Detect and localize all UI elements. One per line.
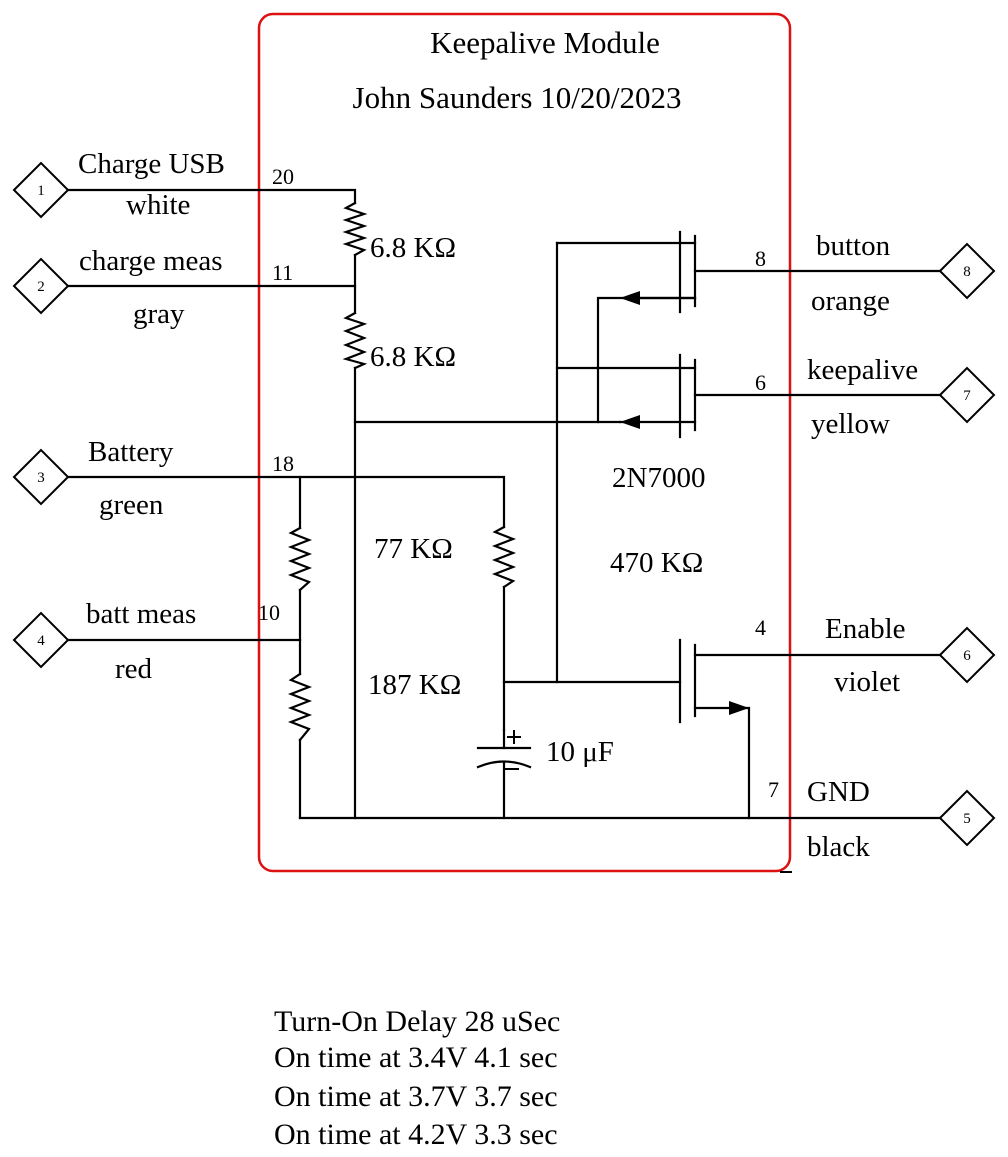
value-r2: 6.8 KΩ xyxy=(370,341,456,373)
connector-8-id: 8 xyxy=(963,264,971,280)
resistor-r3 xyxy=(491,525,517,589)
pin-4: 4 xyxy=(755,615,766,640)
label-keepalive: keepalive xyxy=(807,354,918,386)
connector-6-diamond xyxy=(938,626,996,684)
connector-7-id: 7 xyxy=(963,388,971,404)
note-on-time-34: On time at 3.4V 4.1 sec xyxy=(274,1041,558,1074)
connector-7: 7 xyxy=(938,366,996,424)
note-on-time-42: On time at 4.2V 3.3 sec xyxy=(274,1118,558,1151)
capacitor-c1 xyxy=(476,728,532,770)
connector-6-id: 6 xyxy=(963,648,971,664)
connector-1: 1 xyxy=(12,161,70,219)
label-charge-usb: Charge USB xyxy=(78,148,225,180)
pin-20: 20 xyxy=(272,164,294,189)
value-mosfet: 2N7000 xyxy=(612,462,705,494)
note-on-time-37: On time at 3.7V 3.7 sec xyxy=(274,1080,558,1113)
connector-7-diamond xyxy=(938,366,996,424)
resistor-r4 xyxy=(287,672,313,742)
value-r1: 6.8 KΩ xyxy=(370,232,456,264)
label-green: green xyxy=(99,489,164,521)
label-gray: gray xyxy=(133,298,185,330)
resistor-r2 xyxy=(342,311,368,370)
pin-7: 7 xyxy=(768,777,779,802)
pin-11: 11 xyxy=(272,260,293,285)
module-author: John Saunders 10/20/2023 xyxy=(353,80,682,115)
label-violet: violet xyxy=(834,666,900,698)
label-charge-meas: charge meas xyxy=(79,245,223,277)
label-white: white xyxy=(126,189,190,221)
label-gnd: GND xyxy=(807,776,870,808)
label-enable: Enable xyxy=(825,613,906,645)
label-red: red xyxy=(115,653,153,685)
pin-8: 8 xyxy=(755,246,766,271)
module-border xyxy=(257,12,792,873)
connector-5-id: 5 xyxy=(963,811,971,827)
resistor-r5 xyxy=(287,526,313,592)
connector-3-id: 3 xyxy=(37,470,45,486)
label-yellow: yellow xyxy=(811,408,890,440)
resistor-r1 xyxy=(342,201,368,257)
connector-6: 6 xyxy=(938,626,996,684)
connector-2-id: 2 xyxy=(37,279,45,295)
mosfet-q3 xyxy=(678,638,749,724)
connector-2: 2 xyxy=(12,257,70,315)
value-r4: 187 KΩ xyxy=(368,669,461,701)
connector-1-id: 1 xyxy=(37,183,45,199)
label-battery: Battery xyxy=(88,436,174,468)
value-c1: 10 μF xyxy=(546,736,614,768)
connector-8: 8 xyxy=(938,242,996,300)
label-orange: orange xyxy=(811,285,890,317)
wires xyxy=(66,188,942,820)
value-r5: 470 KΩ xyxy=(610,547,703,579)
connector-8-diamond xyxy=(938,242,996,300)
connector-4: 4 xyxy=(12,611,70,669)
mosfet-q2 xyxy=(618,296,697,439)
note-turn-on-delay: Turn-On Delay 28 uSec xyxy=(274,1005,560,1038)
module-title: Keepalive Module xyxy=(430,25,660,60)
connector-5-diamond xyxy=(938,789,996,847)
label-black: black xyxy=(807,831,870,863)
label-button: button xyxy=(816,230,891,262)
pin-18: 18 xyxy=(272,451,294,476)
pin-10: 10 xyxy=(258,600,280,625)
connector-3: 3 xyxy=(12,448,70,506)
connector-4-id: 4 xyxy=(37,633,45,649)
label-batt-meas: batt meas xyxy=(86,598,196,630)
pin-6: 6 xyxy=(755,370,766,395)
connector-5: 5 xyxy=(938,789,996,847)
value-r3: 77 KΩ xyxy=(374,533,453,565)
